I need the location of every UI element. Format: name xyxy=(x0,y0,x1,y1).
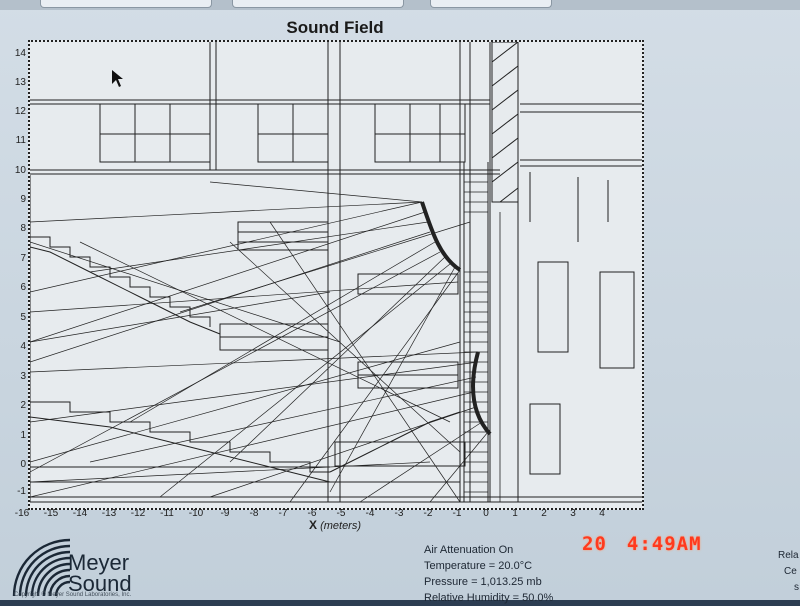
right-panel-line: s xyxy=(794,582,799,593)
sound-field-plot[interactable] xyxy=(28,40,644,510)
x-tick-label: -2 xyxy=(423,508,433,519)
x-tick-label: -5 xyxy=(336,508,346,519)
right-panel-cutoff: Rela Ce s xyxy=(778,548,799,596)
y-tick-label: 12 xyxy=(14,106,26,117)
x-tick-label: 3 xyxy=(570,508,576,519)
pressure-readout: Pressure = 1,013.25 mb xyxy=(424,576,542,588)
x-tick-label: -12 xyxy=(130,508,146,519)
x-tick-label: 0 xyxy=(483,508,489,519)
y-tick-label: 13 xyxy=(14,77,26,88)
brand-line-2: Sound xyxy=(68,571,132,596)
right-panel-line: Rela xyxy=(778,550,799,561)
y-tick-label: 11 xyxy=(15,135,26,146)
y-tick-label: 1 xyxy=(20,430,26,441)
x-tick-label: -10 xyxy=(188,508,204,519)
y-tick-label: 7 xyxy=(20,253,26,264)
humidity-readout: Relative Humidity = 50.0% xyxy=(424,592,554,604)
y-tick-label: 2 xyxy=(20,400,26,411)
right-panel-line: Ce xyxy=(784,566,797,577)
x-tick-label: -16 xyxy=(14,508,30,519)
y-tick-label: 10 xyxy=(14,165,26,176)
x-tick-label: -6 xyxy=(307,508,317,519)
plot-title: Sound Field xyxy=(286,18,384,37)
x-tick-label: 4 xyxy=(599,508,605,519)
x-tick-label: -1 xyxy=(452,508,462,519)
copyright-text: Copyright © Meyer Sound Laboratories, In… xyxy=(14,592,132,598)
mouse-pointer-icon xyxy=(112,70,123,87)
y-tick-label: 3 xyxy=(20,371,26,382)
y-tick-label: 5 xyxy=(20,312,26,323)
sound-field-drawing xyxy=(30,42,642,503)
toolbar-button-left[interactable] xyxy=(40,0,212,8)
x-tick-label: -9 xyxy=(220,508,230,519)
y-tick-label: -1 xyxy=(17,486,26,497)
toolbar-button-middle[interactable] xyxy=(232,0,404,8)
x-tick-label: -4 xyxy=(365,508,375,519)
top-toolbar xyxy=(0,0,800,10)
x-tick-label: -3 xyxy=(394,508,404,519)
x-tick-label: -8 xyxy=(249,508,259,519)
x-tick-label: 2 xyxy=(541,508,547,519)
x-tick-label: -15 xyxy=(43,508,59,519)
meyer-sound-logo-icon xyxy=(12,538,71,597)
x-axis-label: X (meters) xyxy=(280,518,390,532)
y-tick-label: 8 xyxy=(20,223,26,234)
y-tick-label: 6 xyxy=(20,282,26,293)
x-axis-label-unit: (meters) xyxy=(320,520,362,532)
toolbar-button-right[interactable] xyxy=(430,0,552,8)
air-attenuation-header: Air Attenuation On xyxy=(424,544,514,556)
stamp-date: 20 xyxy=(582,533,607,555)
y-tick-label: 14 xyxy=(14,48,26,59)
x-tick-label: -11 xyxy=(160,508,174,519)
y-tick-label: 9 xyxy=(20,194,26,205)
x-tick-label: 1 xyxy=(512,508,518,519)
x-axis-label-main: X xyxy=(308,518,317,532)
temperature-readout: Temperature = 20.0°C xyxy=(424,560,533,572)
brand-name: Meyer Sound xyxy=(68,550,132,596)
air-attenuation-panel: Air Attenuation On Temperature = 20.0°C … xyxy=(424,542,553,606)
x-tick-label: -13 xyxy=(101,508,117,519)
brand-line-1: Meyer xyxy=(68,550,130,575)
x-tick-label: -7 xyxy=(278,508,288,519)
stamp-time: 4:49AM xyxy=(626,533,702,555)
y-tick-label: 0 xyxy=(20,459,26,470)
x-tick-label: -14 xyxy=(72,508,88,519)
camera-date-stamp: 20 4:49AM xyxy=(582,533,702,555)
y-tick-label: 4 xyxy=(20,341,26,352)
